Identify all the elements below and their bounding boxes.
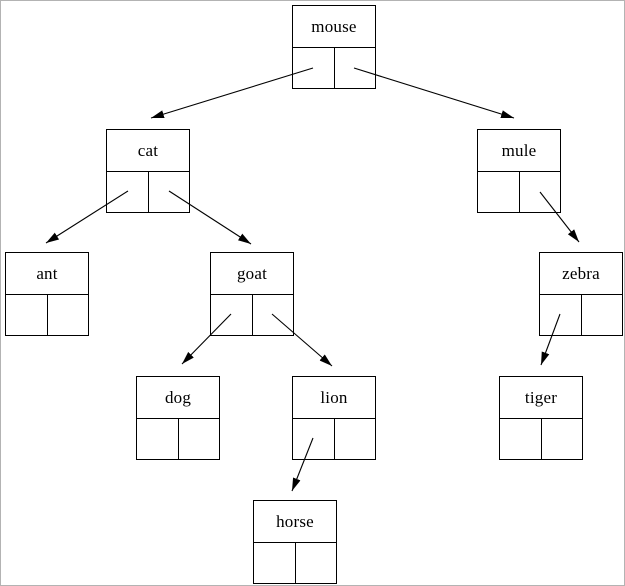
pointer-row <box>500 419 582 459</box>
tree-node-dog: dog <box>136 376 220 460</box>
pointer-row <box>211 295 293 335</box>
pointer-row <box>107 172 189 212</box>
pointer-row <box>6 295 88 335</box>
right-pointer-cell <box>520 172 561 212</box>
pointer-row <box>478 172 560 212</box>
node-label: horse <box>254 501 336 543</box>
tree-node-horse: horse <box>253 500 337 584</box>
node-label: cat <box>107 130 189 172</box>
node-label: tiger <box>500 377 582 419</box>
node-label: zebra <box>540 253 622 295</box>
tree-node-lion: lion <box>292 376 376 460</box>
tree-node-goat: goat <box>210 252 294 336</box>
right-pointer-cell <box>149 172 190 212</box>
node-label: mule <box>478 130 560 172</box>
pointer-row <box>540 295 622 335</box>
pointer-row <box>293 48 375 88</box>
left-pointer-cell <box>293 48 335 88</box>
left-pointer-cell <box>293 419 335 459</box>
left-pointer-cell <box>478 172 520 212</box>
node-label: ant <box>6 253 88 295</box>
tree-node-ant: ant <box>5 252 89 336</box>
left-pointer-cell <box>211 295 253 335</box>
right-pointer-cell <box>179 419 220 459</box>
left-pointer-cell <box>107 172 149 212</box>
tree-node-mule: mule <box>477 129 561 213</box>
tree-node-tiger: tiger <box>499 376 583 460</box>
right-pointer-cell <box>582 295 623 335</box>
tree-node-zebra: zebra <box>539 252 623 336</box>
node-label: goat <box>211 253 293 295</box>
right-pointer-cell <box>335 419 376 459</box>
node-label: mouse <box>293 6 375 48</box>
tree-node-mouse: mouse <box>292 5 376 89</box>
pointer-row <box>254 543 336 583</box>
node-label: lion <box>293 377 375 419</box>
right-pointer-cell <box>296 543 337 583</box>
left-pointer-cell <box>254 543 296 583</box>
right-pointer-cell <box>335 48 376 88</box>
node-label: dog <box>137 377 219 419</box>
pointer-row <box>137 419 219 459</box>
tree-node-cat: cat <box>106 129 190 213</box>
left-pointer-cell <box>137 419 179 459</box>
left-pointer-cell <box>6 295 48 335</box>
right-pointer-cell <box>48 295 89 335</box>
left-pointer-cell <box>500 419 542 459</box>
right-pointer-cell <box>542 419 583 459</box>
right-pointer-cell <box>253 295 294 335</box>
left-pointer-cell <box>540 295 582 335</box>
pointer-row <box>293 419 375 459</box>
